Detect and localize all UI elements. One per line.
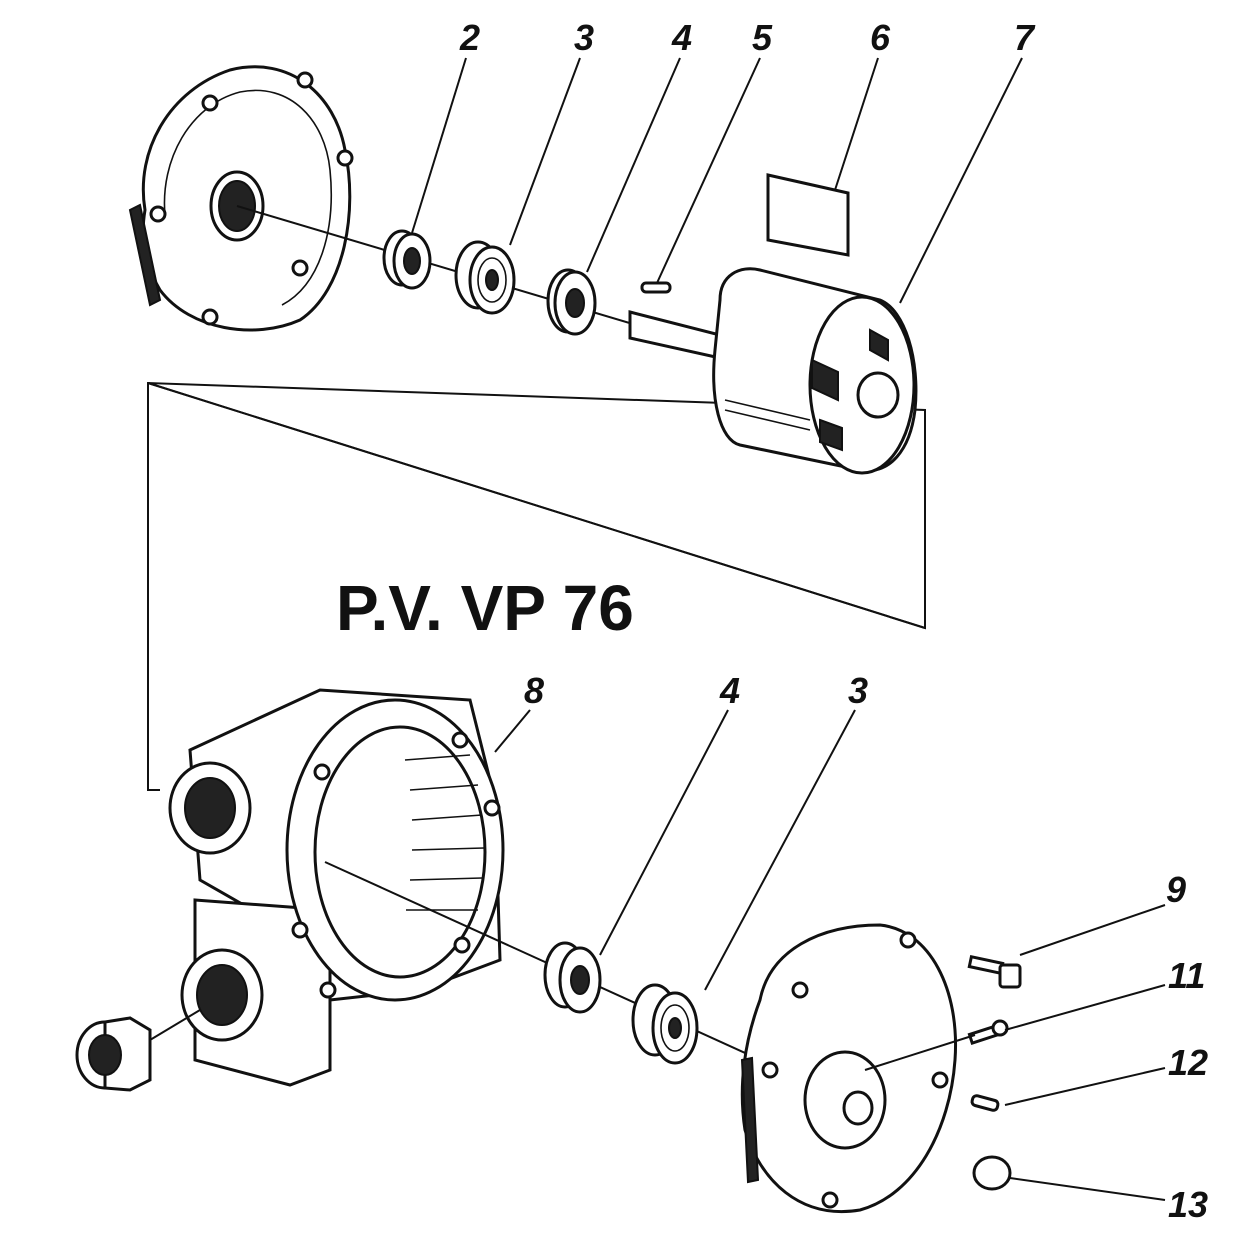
housing-part-8 (168, 688, 505, 1087)
callout-4-bottom: 4 (719, 670, 740, 711)
section-frame-diagonal (147, 382, 926, 629)
model-title: P.V. VP 76 (336, 572, 634, 644)
callout-9: 9 (1166, 869, 1186, 910)
callout-7: 7 (1014, 17, 1036, 58)
bottom-leader-lines (494, 709, 1166, 1201)
callout-12: 12 (1168, 1042, 1208, 1083)
plug-part (75, 1016, 152, 1092)
seal-part-2 (382, 229, 432, 290)
washer-part-4-top (546, 268, 597, 336)
seal-part-4-bottom (543, 941, 602, 1014)
callout-6: 6 (870, 17, 891, 58)
end-cover-top (128, 65, 354, 332)
callout-3-bottom: 3 (848, 670, 868, 711)
callout-3-top: 3 (574, 17, 594, 58)
bearing-part-3-bottom (631, 983, 699, 1065)
callout-13: 13 (1168, 1184, 1208, 1225)
vane-part-6 (766, 173, 850, 257)
cap-part-13 (972, 1155, 1012, 1191)
callout-8: 8 (524, 670, 544, 711)
end-cover-bottom (740, 923, 958, 1213)
callout-5: 5 (752, 17, 773, 58)
callout-2: 2 (459, 17, 480, 58)
top-leader-lines (411, 57, 1023, 304)
bearing-part-3-top (454, 240, 516, 315)
screw-part-11 (967, 1019, 1009, 1045)
bolt-part-9 (967, 955, 1022, 989)
plug-axis (149, 1009, 201, 1041)
callout-4-top: 4 (671, 17, 692, 58)
callout-11: 11 (1168, 955, 1205, 996)
pin-part-12 (970, 1094, 1000, 1112)
key-part-5 (640, 281, 672, 294)
rotor-part-7 (628, 267, 918, 475)
